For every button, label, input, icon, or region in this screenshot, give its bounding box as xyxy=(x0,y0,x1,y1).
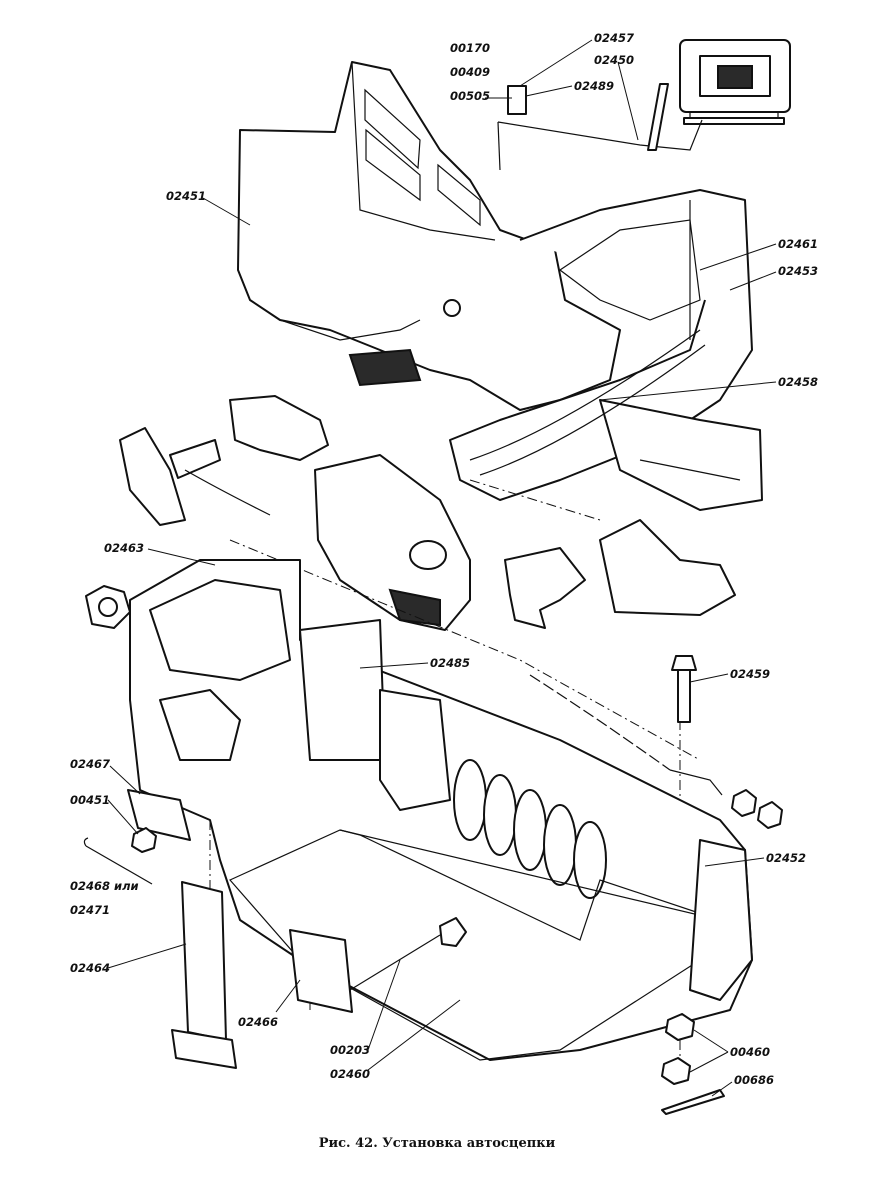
center-sill-assembly xyxy=(129,559,753,1061)
callout-02471: 02471 xyxy=(70,903,110,917)
callout-02485: 02485 xyxy=(430,656,470,670)
callout-02450: 02450 xyxy=(594,53,634,67)
callout-02463: 02463 xyxy=(104,541,144,555)
callout-02466: 02466 xyxy=(238,1015,278,1029)
callout-00203: 00203 xyxy=(330,1043,370,1057)
callout-00460: 00460 xyxy=(730,1045,770,1059)
callout-02464: 02464 xyxy=(70,961,110,975)
callout-02467: 02467 xyxy=(70,757,110,771)
callout-00170: 00170 xyxy=(450,41,490,55)
bolt-vertical xyxy=(671,655,697,723)
callout-02451: 02451 xyxy=(166,189,206,203)
knuckle xyxy=(314,454,471,631)
bolt-diagonal xyxy=(349,917,467,991)
hex-nut xyxy=(85,585,131,629)
callout-02459: 02459 xyxy=(730,667,770,681)
callout-00409: 00409 xyxy=(450,65,490,79)
uncoupling-lever xyxy=(497,83,703,171)
callout-02457: 02457 xyxy=(594,31,634,45)
yoke xyxy=(449,189,763,511)
callout-02452: 02452 xyxy=(766,851,806,865)
cotter-pin xyxy=(661,1089,725,1115)
draft-gear-spring xyxy=(453,759,607,899)
callout-00451: 00451 xyxy=(70,793,110,807)
callout-02468: 02468 или xyxy=(70,879,139,893)
callout-02453: 02453 xyxy=(778,264,818,278)
wire-pin xyxy=(83,837,153,885)
callout-00505: 00505 xyxy=(450,89,490,103)
figure-caption: Рис. 42. Установка автосцепки xyxy=(318,1136,556,1151)
wedge-block xyxy=(289,929,353,1013)
knuckle-lock-parts xyxy=(119,395,329,526)
lock-parts-right xyxy=(504,519,736,629)
chain xyxy=(529,674,723,796)
callout-leaders xyxy=(107,39,777,1097)
callout-02458: 02458 xyxy=(778,375,818,389)
coupler-body xyxy=(237,61,621,411)
callout-02461: 02461 xyxy=(778,237,818,251)
nuts-right xyxy=(661,789,783,1085)
pin-02464 xyxy=(171,881,237,1069)
callout-00686: 00686 xyxy=(734,1073,774,1087)
lock-plate xyxy=(127,789,191,841)
callout-labels: 00170 00409 00505 02457 02450 02489 0245… xyxy=(70,31,818,1087)
coupler-head-front-view xyxy=(679,39,791,125)
callout-02489: 02489 xyxy=(574,79,614,93)
callout-02460: 02460 xyxy=(330,1067,370,1081)
